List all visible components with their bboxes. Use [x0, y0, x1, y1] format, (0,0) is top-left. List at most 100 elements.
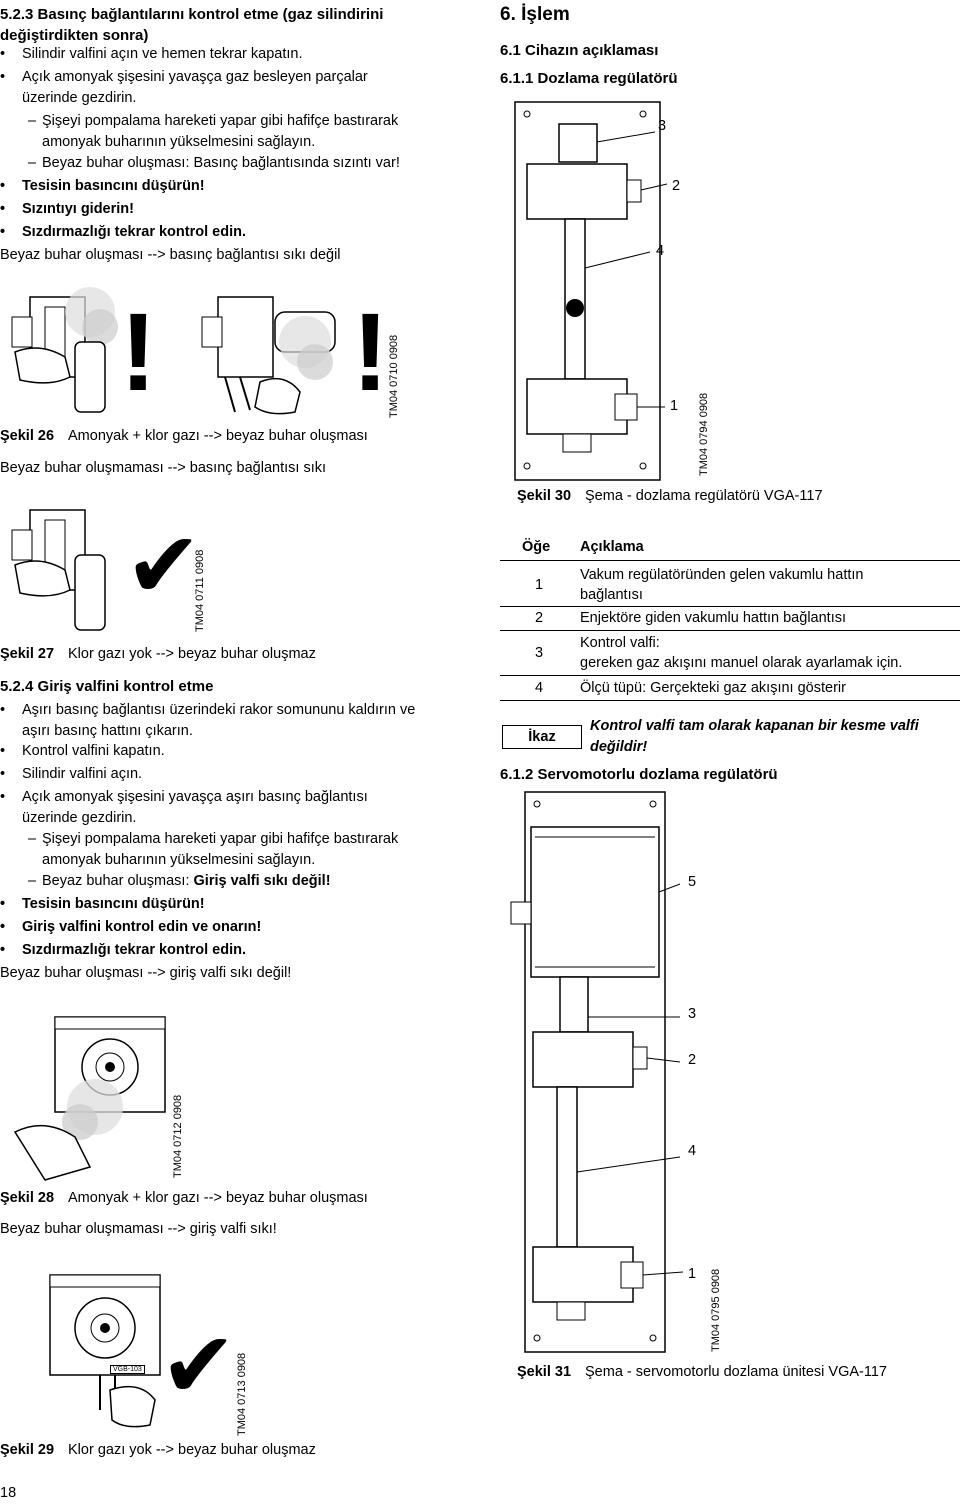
caption-text: Klor gazı yok --> beyaz buhar oluşmaz — [68, 646, 316, 662]
warning-exclamation-icon: ! — [120, 291, 157, 414]
figure-number: Şekil 28 — [0, 1190, 55, 1206]
line: amonyak buharının yükselmesini sağlayın. — [42, 134, 316, 150]
callout-2: 2 — [672, 178, 681, 194]
figure-28-illustration — [13, 1016, 166, 1181]
note-text: Beyaz buhar oluşmaması --> giriş valfi s… — [0, 1221, 277, 1237]
figure-code: TM04 0713 0908 — [236, 1352, 248, 1436]
callout-1: 1 — [688, 1266, 697, 1282]
table-header-description: Açıklama — [580, 539, 644, 555]
line: bağlantısı — [580, 587, 643, 603]
dash-item: Beyaz buhar oluşması: Giriş valfi sıkı d… — [28, 871, 331, 892]
dash-item: Şişeyi pompalama hareketi yapar gibi haf… — [28, 829, 399, 871]
checkmark-icon: ✔ — [125, 515, 203, 617]
note-text: Beyaz buhar oluşması --> giriş valfi sık… — [0, 965, 292, 981]
line: Şişeyi pompalama hareketi yapar gibi haf… — [42, 831, 399, 847]
figure-31-caption: Şekil 31 Şema - servomotorlu dozlama ünit… — [517, 1364, 887, 1380]
line: Açık amonyak şişesini yavaşça gaz besley… — [22, 69, 368, 85]
section-5-2-3-title: 5.2.3 Basınç bağlantılarını kontrol etme… — [0, 4, 383, 46]
section-6-1-1-title: 6.1.1 Dozlama regülatörü — [500, 70, 678, 87]
list-item: Açık amonyak şişesini yavaşça gaz besley… — [0, 67, 368, 109]
line: Açık amonyak şişesini yavaşça aşırı bası… — [22, 789, 368, 805]
caption-text: Şema - servomotorlu dozlama ünitesi VGA-… — [585, 1364, 887, 1380]
figure-code: TM04 0795 0908 — [710, 1268, 722, 1352]
checkmark-icon: ✔ — [160, 1315, 238, 1417]
callout-3: 3 — [688, 1006, 697, 1022]
list-item: Açık amonyak şişesini yavaşça aşırı bası… — [0, 787, 368, 829]
figure-27-caption: Şekil 27 Klor gazı yok --> beyaz buhar ol… — [0, 646, 316, 662]
section-5-2-4-title: 5.2.4 Giriş valfini kontrol etme — [0, 678, 214, 695]
figure-number: Şekil 27 — [0, 646, 55, 662]
table-cell-desc: Enjektöre giden vakumlu hattın bağlantıs… — [580, 610, 846, 626]
figure-27-illustration — [11, 509, 106, 631]
callout-4: 4 — [656, 243, 665, 259]
figure-code: TM04 0710 0908 — [388, 334, 400, 418]
callout-2: 2 — [688, 1052, 697, 1068]
table-cell-item: 3 — [535, 645, 544, 661]
figure-31-diagram — [510, 791, 684, 1353]
list-item: Silindir valfini açın. — [0, 764, 142, 785]
caution-label: İkaz — [502, 725, 582, 749]
text: Beyaz buhar oluşması: — [42, 873, 194, 889]
table-divider — [500, 675, 960, 676]
line: aşırı basınç hattını çıkarın. — [22, 723, 193, 739]
list-item: Silindir valfini açın ve hemen tekrar ka… — [0, 44, 302, 65]
line: üzerinde gezdirin. — [22, 90, 137, 106]
figure-29-illustration — [49, 1274, 161, 1428]
figure-number: Şekil 30 — [517, 488, 572, 504]
table-cell-item: 4 — [535, 680, 544, 696]
callout-5: 5 — [688, 874, 697, 890]
figure-number: Şekil 26 — [0, 428, 55, 444]
table-cell-item: 1 — [535, 577, 544, 593]
callout-4: 4 — [688, 1143, 697, 1159]
list-item: Kontrol valfini kapatın. — [0, 741, 165, 762]
table-divider — [500, 700, 960, 701]
table-divider — [500, 560, 960, 561]
title-line: değiştirdikten sonra) — [0, 27, 149, 44]
dash-item: Şişeyi pompalama hareketi yapar gibi haf… — [28, 111, 399, 153]
line: Şişeyi pompalama hareketi yapar gibi haf… — [42, 113, 399, 129]
section-6-1-2-title: 6.1.2 Servomotorlu dozlama regülatörü — [500, 766, 778, 783]
table-cell-item: 2 — [535, 610, 544, 626]
line: amonyak buharının yükselmesini sağlayın. — [42, 852, 316, 868]
bold-item: Giriş valfini kontrol edin ve onarın! — [0, 917, 261, 938]
table-cell-desc: Ölçü tüpü: Gerçekteki gaz akışını göster… — [580, 680, 846, 696]
figure-26-caption: Şekil 26 Amonyak + klor gazı --> beyaz bu… — [0, 428, 368, 444]
figure-26-left-illustration — [11, 287, 118, 413]
line: Kontrol valfi tam olarak kapanan bir kes… — [590, 718, 919, 734]
callout-3: 3 — [658, 118, 667, 134]
table-divider — [500, 630, 960, 631]
title-line: 5.2.3 Basınç bağlantılarını kontrol etme… — [0, 6, 384, 23]
table-header-item: Öğe — [522, 539, 551, 555]
line: Vakum regülatöründen gelen vakumlu hattı… — [580, 567, 864, 583]
figure-28-caption: Şekil 28 Amonyak + klor gazı --> beyaz bu… — [0, 1190, 368, 1206]
table-cell-desc: Vakum regülatöründen gelen vakumlu hattı… — [580, 565, 863, 605]
page-number: 18 — [0, 1485, 17, 1501]
section-6-1-title: 6.1 Cihazın açıklaması — [500, 42, 659, 59]
bold-item: Tesisin basıncını düşürün! — [0, 894, 205, 915]
figure-code: TM04 0712 0908 — [172, 1094, 184, 1178]
table-cell-desc: Kontrol valfi: gereken gaz akışını manue… — [580, 633, 902, 673]
caution-text: Kontrol valfi tam olarak kapanan bir kes… — [590, 716, 919, 758]
caption-text: Amonyak + klor gazı --> beyaz buhar oluş… — [68, 428, 368, 444]
device-label: VGB-103 — [110, 1365, 145, 1374]
bold-item: Sızıntıyı giderin! — [0, 199, 134, 220]
table-divider — [500, 606, 960, 607]
line: Aşırı basınç bağlantısı üzerindeki rakor… — [22, 702, 416, 718]
warning-exclamation-icon: ! — [352, 291, 389, 414]
bold-item: Tesisin basıncını düşürün! — [0, 176, 205, 197]
line: değildir! — [590, 739, 648, 755]
callout-1: 1 — [670, 398, 679, 414]
figure-26-right-illustration — [201, 296, 336, 415]
line: üzerinde gezdirin. — [22, 810, 137, 826]
note-text: Beyaz buhar oluşmaması --> basınç bağlan… — [0, 460, 327, 476]
figure-code: TM04 0794 0908 — [698, 392, 710, 476]
section-6-title: 6. İşlem — [500, 4, 570, 25]
figure-number: Şekil 31 — [517, 1364, 572, 1380]
caption-text: Amonyak + klor gazı --> beyaz buhar oluş… — [68, 1190, 368, 1206]
bold-item: Sızdırmazlığı tekrar kontrol edin. — [0, 222, 246, 243]
line: gereken gaz akışını manuel olarak ayarla… — [580, 655, 903, 671]
figure-code: TM04 0711 0908 — [194, 549, 206, 632]
figure-number: Şekil 29 — [0, 1442, 55, 1458]
